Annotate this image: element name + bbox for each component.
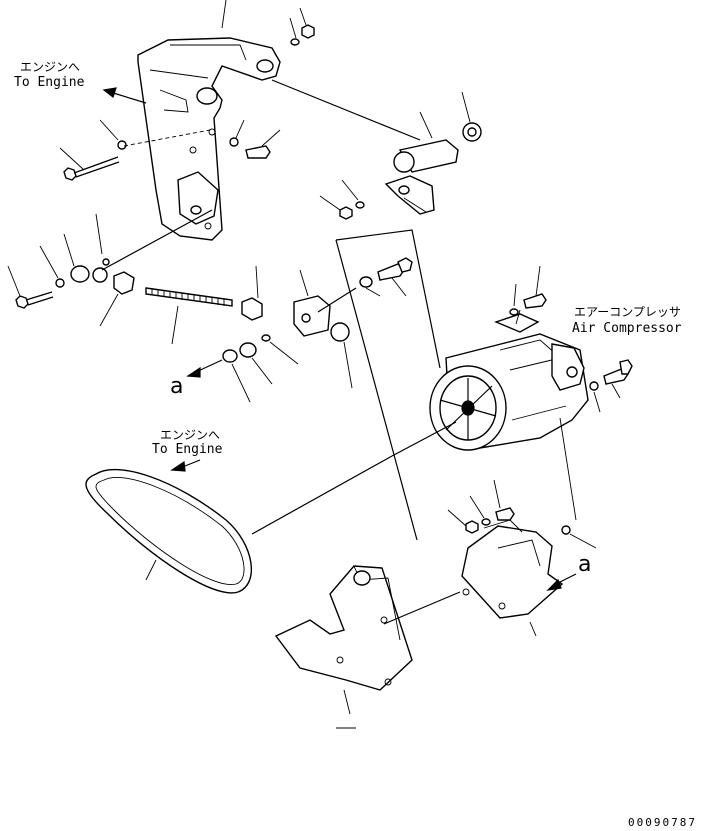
arrow-to-engine-top-head [102, 87, 117, 98]
link-line-compressor [335, 229, 441, 369]
arrow-to-engine-mid-head [170, 460, 186, 472]
to-engine-mid-label-jp: エンジンへ [160, 428, 221, 442]
middle-bolt-set [359, 257, 413, 297]
air-compressor [429, 309, 589, 521]
air-compressor-label-en: Air Compressor [572, 321, 682, 336]
to-engine-top-label-en: To Engine [14, 75, 85, 90]
compressor-bolts [509, 265, 633, 413]
lower-bracket [274, 565, 461, 729]
compressor-bracket [447, 479, 597, 637]
adjuster-group [7, 209, 357, 403]
v-belt [85, 421, 457, 594]
upper-bracket [137, 37, 281, 241]
top-fasteners [221, 0, 315, 46]
link-line-lower [335, 239, 418, 541]
left-bolt-set [59, 119, 211, 181]
tensioner-shaft [319, 91, 482, 220]
air-compressor-label-jp: エアーコンプレッサ [574, 305, 681, 319]
ref-a-right: a [578, 552, 592, 577]
to-engine-top-label-jp: エンジンへ [20, 60, 81, 74]
drawing-number: 00090787 [628, 816, 697, 829]
to-engine-mid-label-en: To Engine [152, 442, 223, 457]
right-bolt-set [229, 119, 281, 159]
arrow-to-engine-top-line [109, 91, 147, 104]
ref-a-left: a [170, 374, 184, 399]
link-line-top [271, 79, 421, 141]
